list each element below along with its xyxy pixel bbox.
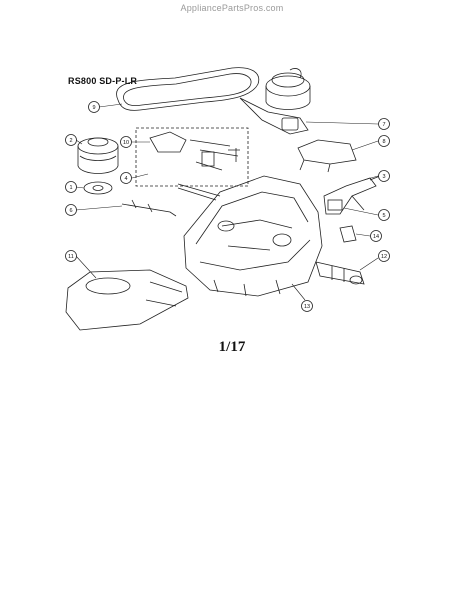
callout-5-label: 5 bbox=[382, 213, 385, 219]
drive-belt bbox=[116, 67, 260, 111]
callout-8-label: 8 bbox=[382, 139, 385, 145]
transaxle-housing bbox=[177, 175, 323, 297]
callout-3: 3 bbox=[378, 170, 390, 182]
mounting-bracket bbox=[297, 139, 357, 173]
watermark-text: AppliancePartsPros.com bbox=[180, 3, 284, 13]
bypass-lever bbox=[121, 199, 177, 217]
output-axle bbox=[315, 261, 365, 285]
spacer-block bbox=[339, 225, 357, 243]
callout-1: 1 bbox=[65, 181, 77, 193]
callout-10-label: 10 bbox=[123, 140, 129, 146]
callout-1-label: 1 bbox=[69, 185, 72, 191]
control-arm-assembly bbox=[323, 175, 381, 215]
transmission-pulley bbox=[77, 137, 119, 174]
callout-11-label: 11 bbox=[68, 254, 74, 260]
callout-7: 7 bbox=[378, 118, 390, 130]
callout-10: 10 bbox=[120, 136, 132, 148]
callout-8: 8 bbox=[378, 135, 390, 147]
callout-13-label: 13 bbox=[304, 304, 310, 310]
callout-4: 4 bbox=[120, 172, 132, 184]
callout-12-label: 12 bbox=[381, 254, 387, 260]
page-number: 1/17 bbox=[218, 339, 246, 355]
cooling-fan bbox=[83, 181, 113, 195]
model-label: RS800 SD-P-LR bbox=[68, 76, 138, 86]
callout-12: 12 bbox=[378, 250, 390, 262]
engine-pulley-assembly bbox=[239, 68, 311, 135]
callout-5: 5 bbox=[378, 209, 390, 221]
leader-lines bbox=[75, 103, 379, 301]
callout-14-label: 14 bbox=[373, 234, 379, 240]
callout-2: 2 bbox=[65, 134, 77, 146]
callout-14: 14 bbox=[370, 230, 382, 242]
callout-6: 6 bbox=[65, 204, 77, 216]
callout-9: 9 bbox=[88, 101, 100, 113]
callout-13: 13 bbox=[301, 300, 313, 312]
control-linkage-box bbox=[135, 127, 249, 187]
callout-3-label: 3 bbox=[382, 174, 385, 180]
callout-7-label: 7 bbox=[382, 122, 385, 128]
callout-9-label: 9 bbox=[92, 105, 95, 111]
callout-4-label: 4 bbox=[124, 176, 127, 182]
callout-6-label: 6 bbox=[69, 208, 72, 214]
callout-11: 11 bbox=[65, 250, 77, 262]
callout-2-label: 2 bbox=[69, 138, 72, 144]
fan-shroud-cover bbox=[65, 269, 189, 331]
